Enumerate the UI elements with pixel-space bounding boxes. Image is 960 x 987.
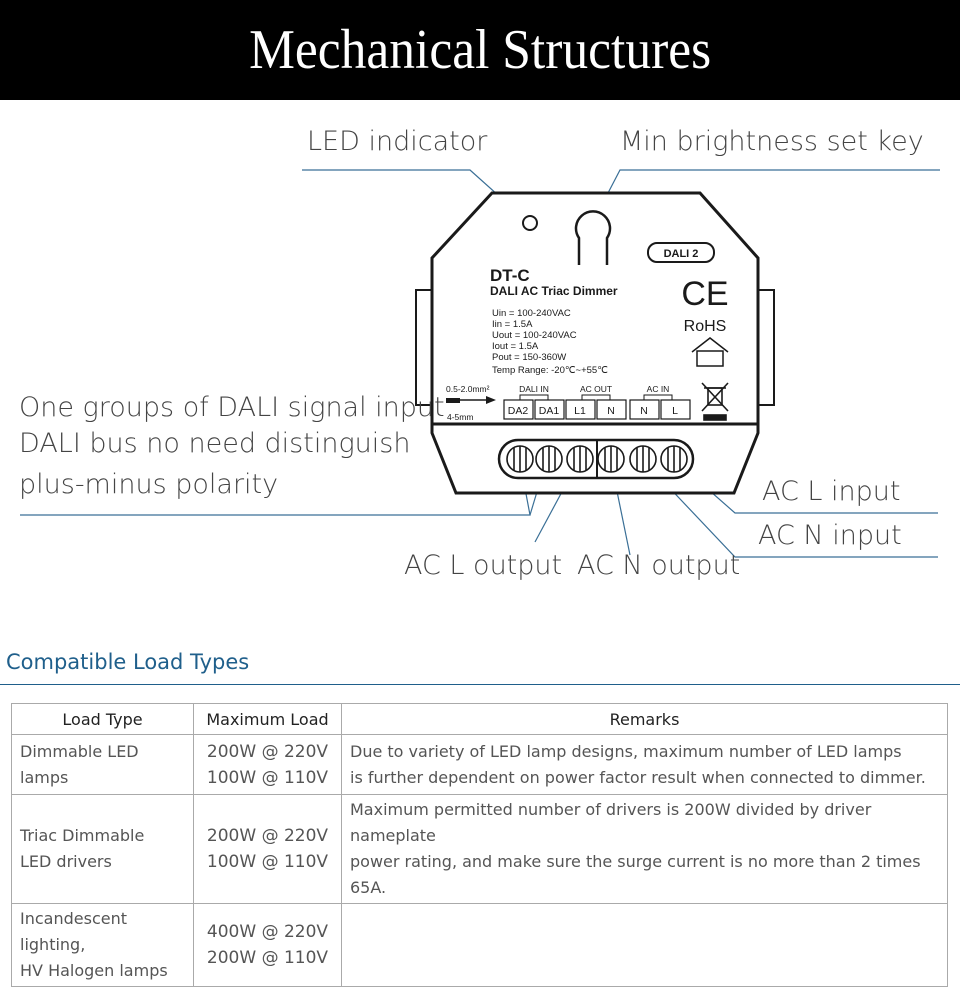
min-brightness-key[interactable] (574, 210, 612, 265)
terminal-label: N (640, 405, 648, 417)
screw-terminal-l-in[interactable] (660, 445, 688, 473)
cell-line: Maximum permitted number of drivers is 2… (350, 800, 872, 845)
column-header: Load Type (11, 703, 194, 735)
strip-length: 4-5mm (447, 412, 473, 422)
dali-logo: DALI 2 (647, 242, 715, 263)
ac-n-output-callout: AC N output (577, 550, 741, 581)
terminal-label: L (672, 405, 678, 417)
load-type-cell: Triac Dimmable LED drivers (11, 794, 194, 904)
screw-terminal-da2[interactable] (506, 445, 534, 473)
weee-bin-icon (701, 382, 729, 421)
cell-line: 100W @ 110V (206, 767, 329, 788)
remarks-cell: Maximum permitted number of drivers is 2… (341, 794, 948, 904)
dali-input-callout-line2: DALI bus no need distinguish (19, 428, 411, 459)
led-indicator (522, 215, 538, 231)
load-types-table: Load Type Maximum Load Remarks Dimmable … (11, 703, 948, 987)
terminal-screws (506, 445, 688, 473)
ac-out-label: AC OUT (580, 384, 612, 394)
column-header: Remarks (341, 703, 948, 735)
max-load-cell: 400W @ 220V 200W @ 110V (193, 903, 342, 987)
table-row: Triac Dimmable LED drivers 200W @ 220V 1… (11, 794, 948, 904)
column-header: Maximum Load (193, 703, 342, 735)
terminal-label: N (607, 405, 615, 417)
spec-line: Uin = 100-240VAC (492, 308, 571, 319)
cell-line: 200W @ 220V (206, 741, 329, 762)
spec-line: Iout = 1.5A (492, 341, 539, 352)
ac-l-output-callout: AC L output (404, 550, 563, 581)
min-brightness-callout: Min brightness set key (620, 126, 924, 157)
screw-terminal-da1[interactable] (535, 445, 563, 473)
section-title: Compatible Load Types (6, 650, 250, 674)
cell-line: 100W @ 110V (206, 852, 329, 872)
load-type-cell: Dimmable LED lamps (11, 734, 194, 795)
terminal-label: DA2 (508, 405, 529, 417)
cell-line: LED drivers (20, 852, 112, 871)
dali-in-label: DALI IN (519, 384, 549, 394)
cell-line: HV Halogen lamps (20, 961, 168, 980)
wire-icon (446, 396, 496, 404)
page-title: Mechanical Structures (248, 19, 712, 81)
header-banner: Mechanical Structures (0, 0, 960, 100)
max-load-cell: 200W @ 220V 100W @ 110V (193, 794, 342, 904)
wire-gauge: 0.5-2.0mm² (446, 384, 490, 394)
cell-line: Due to variety of LED lamp designs, maxi… (350, 741, 902, 761)
spec-list: Uin = 100-240VAC Iin = 1.5A Uout = 100-2… (492, 308, 608, 376)
cell-line: power rating, and make sure the surge cu… (350, 852, 921, 897)
cell-line: is further dependent on power factor res… (350, 767, 926, 787)
table-row: Dimmable LED lamps 200W @ 220V 100W @ 11… (11, 734, 948, 795)
ac-l-input-callout: AC L input (762, 476, 901, 507)
led-indicator-callout: LED indicator (307, 126, 488, 157)
ac-n-input-callout: AC N input (758, 520, 902, 551)
dali-input-callout-line1: One groups of DALI signal input (19, 392, 445, 423)
screw-terminal-l1[interactable] (566, 445, 594, 473)
terminal-label: DA1 (539, 405, 560, 417)
cell-line: Dimmable LED lamps (20, 741, 139, 787)
max-load-cell: 200W @ 220V 100W @ 110V (193, 734, 342, 795)
load-type-cell: Incandescent lighting, HV Halogen lamps (11, 903, 194, 987)
table-row: Incandescent lighting, HV Halogen lamps … (11, 903, 948, 987)
spec-line: Uout = 100-240VAC (492, 330, 577, 341)
remarks-cell (341, 903, 948, 987)
model-label: DT-C (490, 266, 530, 285)
cell-line: Triac Dimmable (20, 826, 145, 845)
ce-mark: CE (681, 275, 728, 313)
ac-in-label: AC IN (647, 384, 670, 394)
dali-logo-text: DALI 2 (664, 248, 699, 260)
spec-line: Pout = 150-360W (492, 352, 566, 363)
terminal-label: L1 (574, 405, 586, 417)
cell-line: Incandescent lighting, (20, 909, 127, 954)
cell-line: 200W @ 110V (206, 948, 329, 968)
product-name: DALI AC Triac Dimmer (490, 284, 618, 298)
section-divider (0, 684, 960, 685)
spec-line: Iin = 1.5A (492, 319, 533, 330)
rohs-mark: RoHS (684, 318, 727, 335)
cell-line: 400W @ 220V (206, 922, 329, 942)
remarks-cell: Due to variety of LED lamp designs, maxi… (341, 734, 948, 795)
terminal-labels: DA2 DA1 L1 N N L (503, 399, 691, 420)
dali-input-callout-line3: plus-minus polarity (19, 469, 279, 500)
screw-terminal-n-in[interactable] (629, 445, 657, 473)
screw-terminal-n-out[interactable] (597, 445, 625, 473)
table-header-row: Load Type Maximum Load Remarks (11, 703, 948, 735)
cell-line: 200W @ 220V (206, 826, 329, 846)
indoor-use-icon (691, 337, 729, 367)
device-diagram: DALI 2 DT-C DALI AC Triac Dimmer Uin = 1… (20, 169, 940, 558)
spec-line: Temp Range: -20℃~+55℃ (492, 365, 608, 376)
